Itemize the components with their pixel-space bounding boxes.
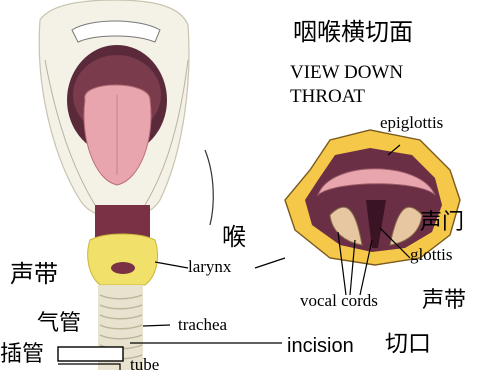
larynx-pointer-right <box>255 258 285 268</box>
tube-cn-label: 插管 <box>0 344 44 366</box>
trachea-label: trachea <box>178 316 227 333</box>
throat-label: THROAT <box>290 87 365 106</box>
glottis-cn-label: 声门 <box>420 212 464 234</box>
epiglottis-label: epiglottis <box>380 114 443 131</box>
glottis-label: glottis <box>410 246 453 263</box>
vocal-cords-cn-left-label: 声带 <box>10 262 58 286</box>
larynx-cn-label: 喉 <box>222 225 246 249</box>
tube-rect <box>58 347 123 361</box>
view-down-label: VIEW DOWN <box>290 63 403 82</box>
larynx-cartilage <box>88 234 158 285</box>
incision-cn-label: 切口 <box>385 333 431 356</box>
neck-fold <box>205 150 213 225</box>
cross-section-title: 咽喉横切面 <box>293 20 413 44</box>
vocal-cords-cn-bottom-label: 声带 <box>422 290 466 312</box>
trachea-cn-label: 气管 <box>37 313 81 335</box>
trachea-pointer <box>143 325 170 326</box>
tube-label: tube <box>130 356 159 373</box>
larynx-label: larynx <box>188 258 231 275</box>
vocal-cords-label: vocal cords <box>300 292 378 309</box>
larynx-dark-spot <box>111 262 135 274</box>
incision-label: incision <box>287 336 354 356</box>
larynx-pointer-left <box>155 262 188 268</box>
